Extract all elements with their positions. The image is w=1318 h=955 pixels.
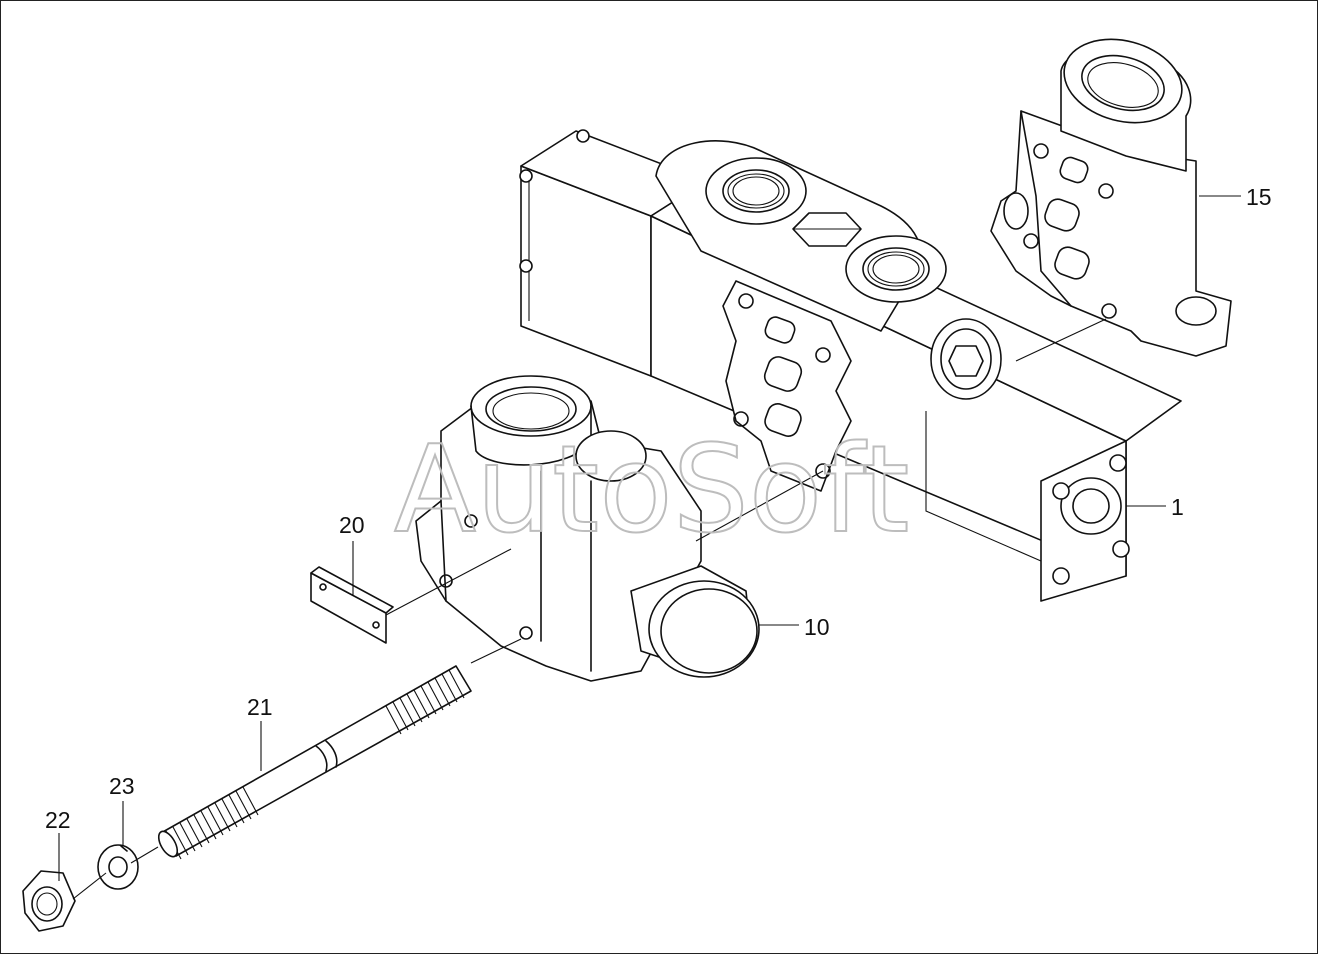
callout-22: 22 (45, 807, 71, 833)
callout-1: 1 (1171, 494, 1184, 520)
callout-10: 10 (804, 614, 830, 640)
callout-21: 21 (247, 694, 273, 720)
part-15-flange-adapter (990, 38, 1232, 357)
part-21-stud (157, 665, 472, 860)
leader-lines (58, 195, 1241, 881)
part-10-end-section (415, 375, 760, 682)
part-23-lock-washer (97, 844, 139, 890)
part-20-plate (310, 566, 394, 644)
callout-23: 23 (109, 773, 135, 799)
part-22-hex-nut (22, 870, 76, 932)
assembly-centerlines (72, 318, 1107, 900)
callout-20: 20 (339, 512, 365, 538)
part-1-valve-body (519, 129, 1182, 602)
watermark-text: AutoSoft (394, 421, 909, 560)
callout-15: 15 (1246, 184, 1272, 210)
